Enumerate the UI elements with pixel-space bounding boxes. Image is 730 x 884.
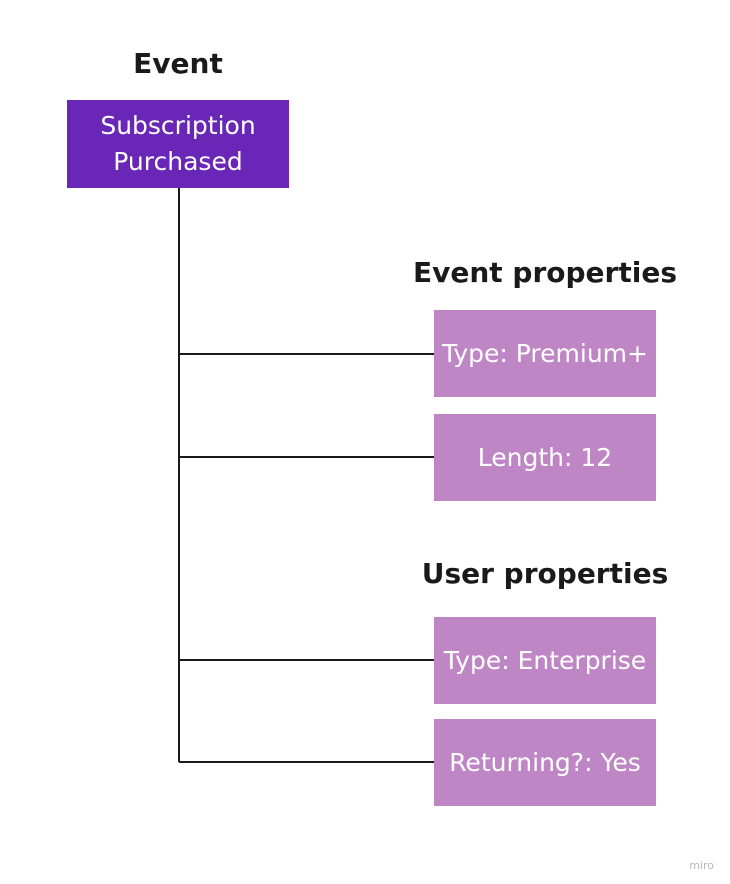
event-properties-heading: Event properties [412, 256, 677, 289]
miro-watermark: miro [689, 859, 714, 872]
property-box-type-enterprise[interactable]: Type: Enterprise [434, 617, 656, 704]
event-label-line-2: Purchased [113, 147, 243, 176]
property-box-length[interactable]: Length: 12 [434, 414, 656, 501]
property-label: Type: Premium+ [442, 339, 648, 368]
property-label: Type: Enterprise [443, 646, 647, 675]
event-label-line-1: Subscription [100, 111, 256, 140]
user-properties-heading: User properties [421, 557, 669, 590]
property-label: Returning?: Yes [449, 748, 641, 777]
property-box-returning[interactable]: Returning?: Yes [434, 719, 656, 806]
property-box-type-premium[interactable]: Type: Premium+ [434, 310, 656, 397]
event-box[interactable]: Subscription Purchased [67, 100, 289, 188]
property-label: Length: 12 [477, 443, 613, 472]
event-heading: Event [133, 47, 223, 80]
